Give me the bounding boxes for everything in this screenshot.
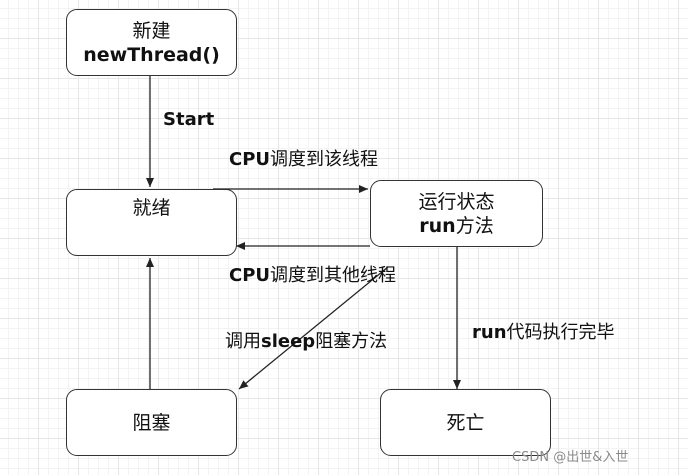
node-running-method: run方法 (419, 214, 493, 238)
node-running-method-suffix: 方法 (455, 214, 494, 237)
node-ready: 就绪 (66, 189, 237, 256)
label-reschedule-cpu: CPU (229, 265, 271, 286)
label-run-finished: run代码执行完毕 (472, 318, 615, 344)
label-start: Start (163, 109, 215, 130)
node-new: 新建 newThread() (66, 9, 237, 76)
label-sleep-keyword: sleep (261, 331, 316, 352)
node-blocked-label: 阻塞 (132, 411, 171, 434)
node-running-method-keyword: run (419, 214, 456, 237)
node-running-title: 运行状态 (418, 190, 495, 213)
node-running: 运行状态 run方法 (370, 180, 543, 247)
watermark: CSDN @出世&入世 (512, 450, 629, 465)
label-finish-keyword: run (472, 322, 507, 343)
label-sleep-pre: 调用 (225, 331, 261, 352)
node-ready-label: 就绪 (132, 197, 171, 219)
label-schedule-cpu: CPU (229, 149, 271, 170)
edge-running-to-blocked (238, 266, 389, 390)
node-new-title: 新建 (132, 19, 171, 42)
label-schedule-to-thread: CPU调度到该线程 (229, 145, 378, 171)
node-new-method: newThread() (83, 43, 220, 66)
node-dead-label: 死亡 (446, 411, 485, 434)
label-sleep-post: 阻塞方法 (315, 331, 388, 352)
node-dead: 死亡 (380, 389, 551, 456)
label-sleep-block: 调用sleep阻塞方法 (225, 327, 387, 353)
label-finish-rest: 代码执行完毕 (506, 322, 615, 343)
label-schedule-to-other: CPU调度到其他线程 (229, 261, 396, 287)
node-blocked: 阻塞 (66, 389, 237, 456)
label-schedule-rest: 调度到该线程 (270, 149, 379, 170)
label-reschedule-rest: 调度到其他线程 (270, 265, 397, 286)
